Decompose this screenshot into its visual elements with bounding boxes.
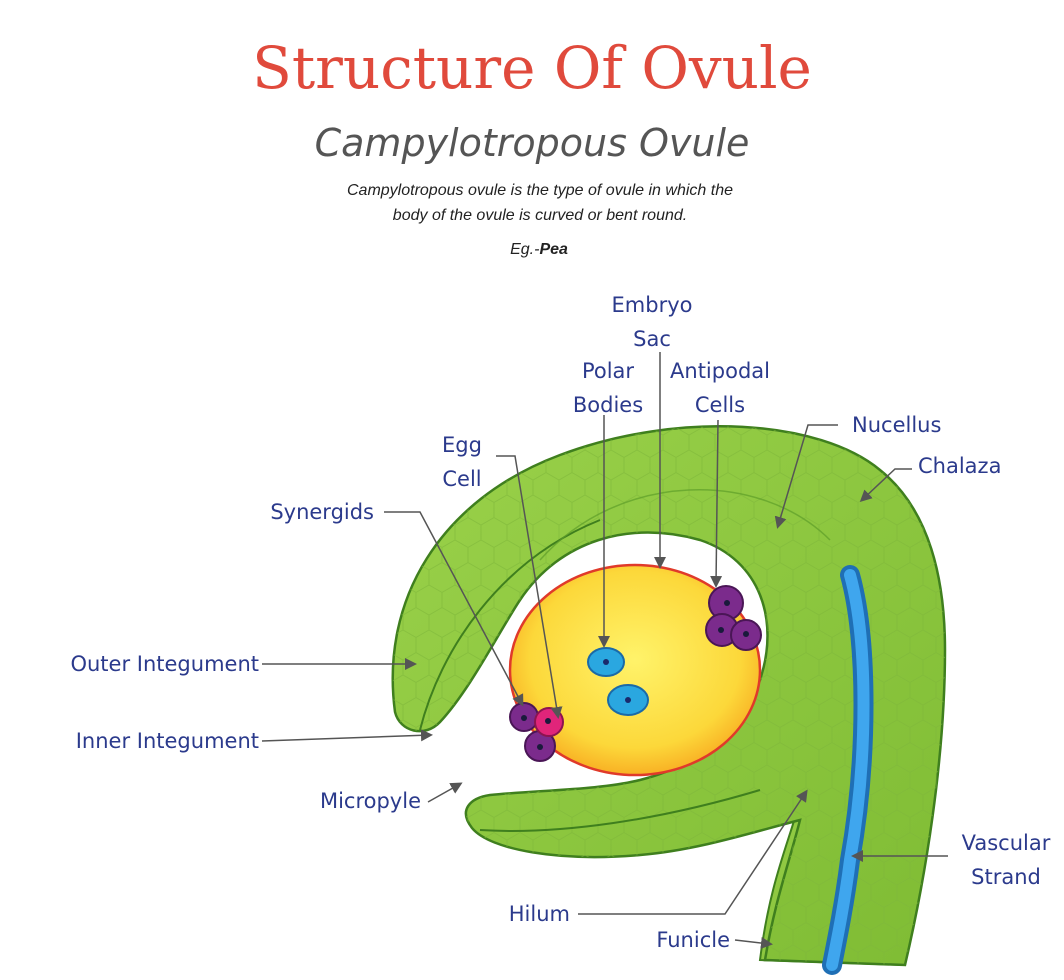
label-egg-cell-line-2: Cell — [442, 467, 481, 491]
label-embryo-sac-line-1: Embryo — [612, 293, 693, 317]
vascular-strand — [822, 565, 874, 975]
leader-antipodal-cells — [710, 419, 723, 588]
label-antipodal-cells-line-2: Cells — [695, 393, 745, 417]
egg-cell — [534, 707, 564, 737]
polar-bodies — [587, 647, 649, 716]
label-outer-integument: Outer Integument — [70, 652, 259, 676]
nucellus-boundary — [539, 489, 831, 561]
label-vascular-strand-line-1: Vascular — [962, 831, 1051, 855]
label-polar-bodies-line-1: Polar — [582, 359, 634, 383]
leader-synergids — [384, 511, 524, 707]
leader-funicle — [734, 937, 773, 949]
label-egg-cell-line-1: Egg — [442, 433, 482, 457]
example-value: Pea — [539, 241, 568, 258]
leader-hilum — [578, 789, 808, 915]
leader-micropyle — [427, 782, 463, 803]
label-hilum: Hilum — [509, 902, 570, 926]
page-title: Structure Of Ovule — [252, 34, 812, 102]
embryo-sac — [508, 563, 762, 777]
description-line-1: Campylotropous ovule is the type of ovul… — [347, 182, 733, 199]
label-micropyle: Micropyle — [320, 789, 421, 813]
leader-nucellus — [774, 424, 838, 529]
leader-egg-cell — [496, 455, 563, 719]
ovule-body — [391, 425, 947, 967]
label-antipodal-cells-line-1: Antipodal — [670, 359, 770, 383]
labels: Embryo Sac Polar Bodies Antipodal Cells … — [70, 293, 1050, 952]
leader-inner-integument — [261, 729, 433, 742]
label-funicle: Funicle — [656, 928, 730, 952]
leader-chalaza — [859, 468, 912, 503]
antipodal-cells — [705, 585, 762, 651]
page-subtitle: Campylotropous Ovule — [315, 121, 750, 165]
label-embryo-sac-line-2: Sac — [633, 327, 671, 351]
label-chalaza: Chalaza — [918, 454, 1001, 478]
label-vascular-strand-line-2: Strand — [971, 865, 1041, 889]
label-inner-integument: Inner Integument — [76, 729, 259, 753]
leader-lines — [261, 352, 948, 949]
label-nucellus: Nucellus — [852, 413, 941, 437]
label-synergids: Synergids — [270, 500, 374, 524]
label-polar-bodies-line-2: Bodies — [573, 393, 643, 417]
integument-line-lower — [479, 789, 761, 832]
description-line-2: body of the ovule is curved or bent roun… — [393, 207, 687, 224]
example-prefix: Eg.- — [510, 241, 539, 258]
example-text: Eg.-Pea — [510, 241, 568, 258]
